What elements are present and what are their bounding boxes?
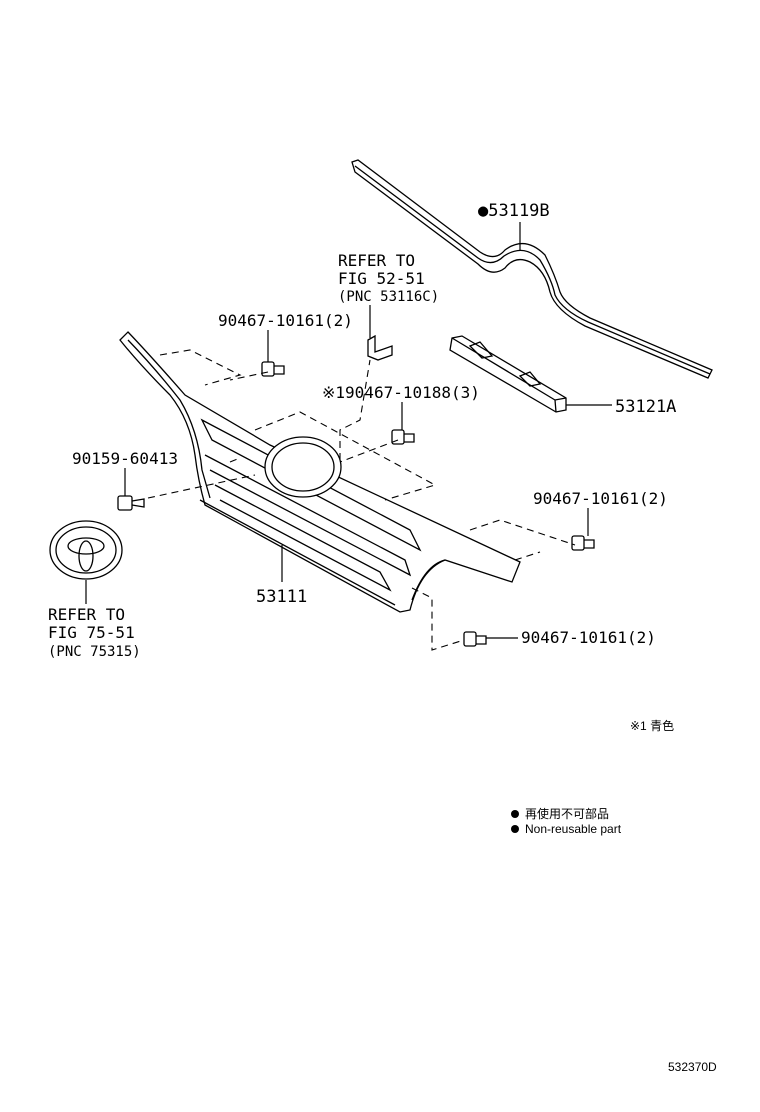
filled-circle-icon (511, 825, 519, 833)
clip-upper-left-icon (261, 361, 285, 377)
clip-right-icon (571, 535, 595, 551)
molding-53119b (351, 159, 713, 379)
label-clip-lower: 90467-10161(2) (521, 628, 656, 647)
figure-code: 532370D (668, 1060, 717, 1074)
bracket-ref-line1: REFER TO (338, 251, 415, 270)
bracket-ref-line3: (PNC 53116C) (338, 289, 439, 305)
label-screw: 90159-60413 (72, 449, 178, 468)
filled-circle-icon (511, 810, 519, 818)
color-note: ※1 青色 (630, 719, 674, 733)
label-53121a: 53121A (615, 397, 676, 417)
emblem-ref-line3: (PNC 75315) (48, 644, 141, 660)
emblem-ref-line2: FIG 75-51 (48, 623, 135, 642)
legend-jp: 再使用不可部品 (525, 806, 609, 821)
radiator-grille-53111 (119, 331, 521, 613)
label-clip-upper-left: 90467-10161(2) (218, 311, 353, 330)
clip-center-icon (391, 429, 415, 445)
legend-en: Non-reusable part (525, 822, 622, 836)
toyota-emblem-icon (49, 520, 123, 580)
emblem-ref-line1: REFER TO (48, 605, 125, 624)
label-53111: 53111 (256, 587, 307, 607)
grille-bracket (367, 334, 393, 361)
label-clip-right: 90467-10161(2) (533, 489, 668, 508)
clip-lower-icon (463, 631, 487, 647)
bracket-ref-line2: FIG 52-51 (338, 269, 425, 288)
label-53119b: ●53119B (478, 201, 550, 221)
assembly-lines (147, 349, 576, 651)
molding-bracket-53121a (449, 335, 567, 413)
screw-icon (117, 495, 145, 511)
leader-lines (85, 222, 612, 639)
label-clip-center: ※190467-10188(3) (322, 383, 480, 402)
